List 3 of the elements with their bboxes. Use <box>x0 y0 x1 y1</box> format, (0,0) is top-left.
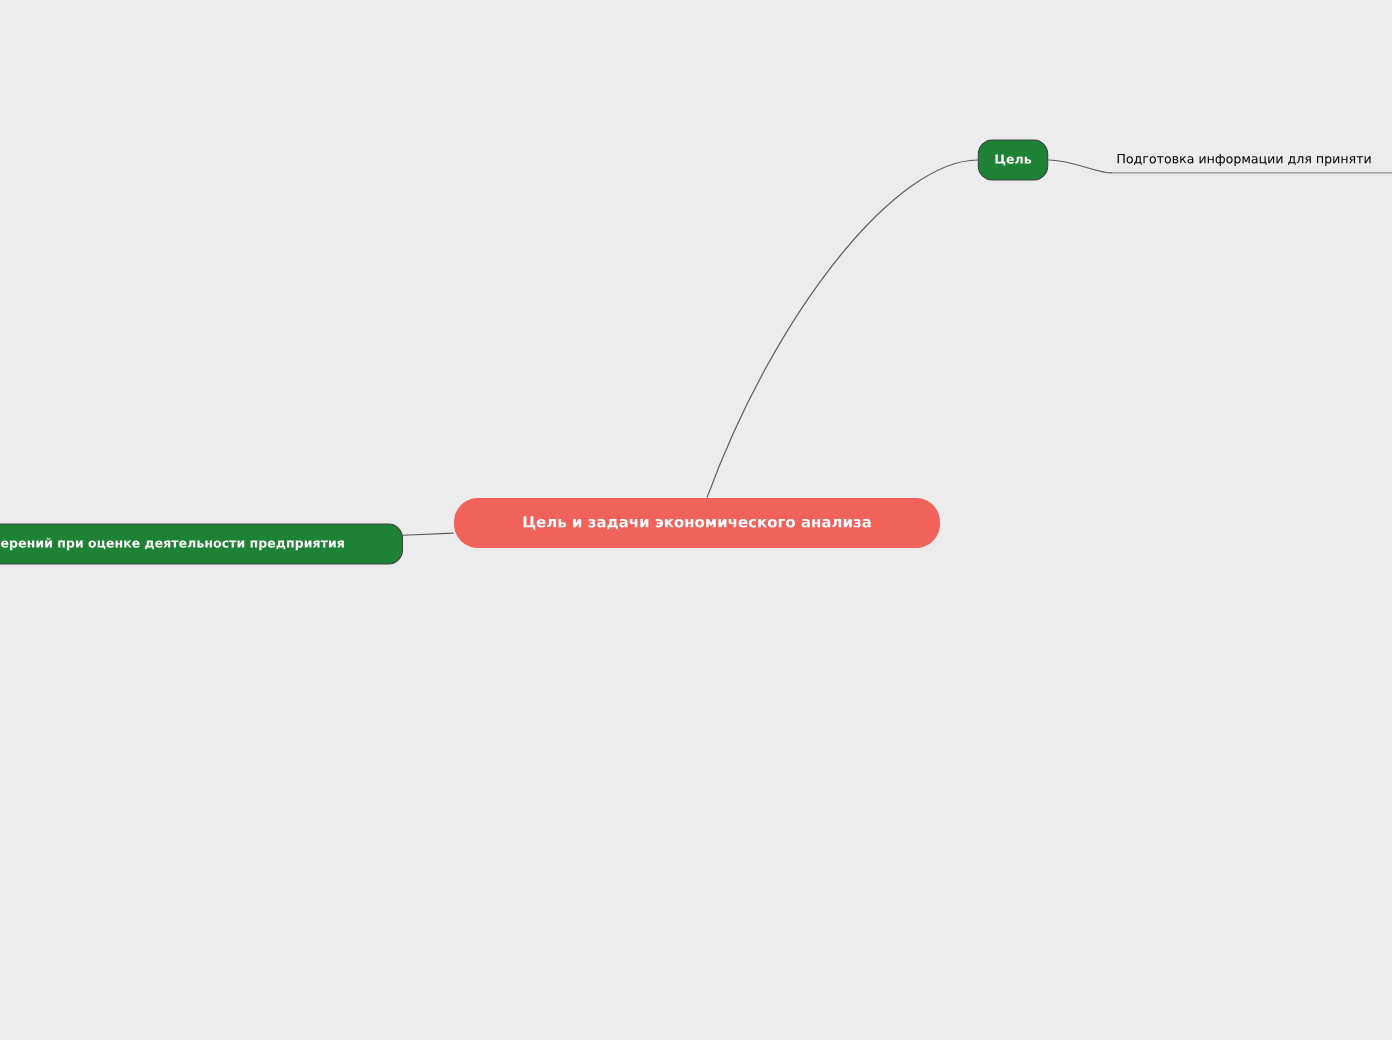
connector-line <box>402 532 455 536</box>
connector-line <box>706 159 979 499</box>
connector-line <box>1047 159 1113 174</box>
